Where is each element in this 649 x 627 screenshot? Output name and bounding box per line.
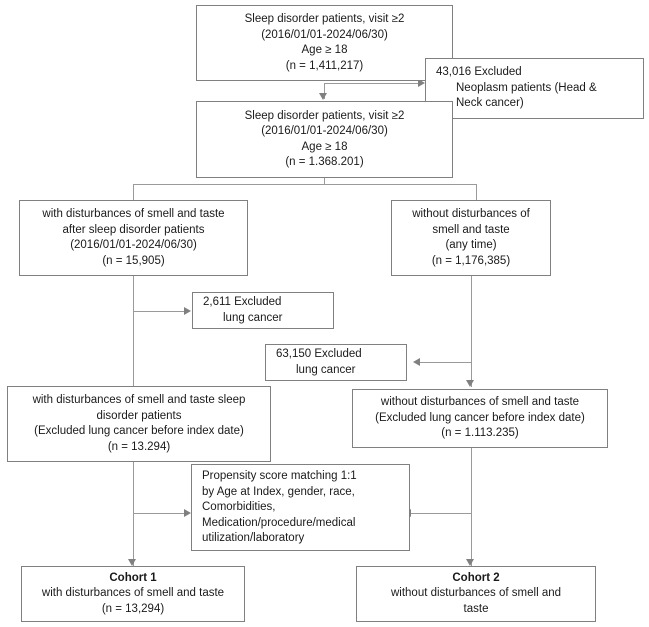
connector-right-spine-lower: [471, 448, 472, 566]
box-with-disturbances-line-4: (n = 15,905): [102, 254, 165, 267]
box-without-disturbances-line-4: (n = 1,176,385): [431, 254, 511, 267]
box-after-neoplasm-exclusion-line-4: (n = 1.368.201): [285, 156, 364, 168]
box-cohort-1-title: Cohort 1: [109, 571, 157, 584]
box-after-neoplasm-exclusion-line-3: Age ≥ 18: [301, 140, 348, 153]
arrow-to-excluded-neoplasm-icon: [418, 79, 425, 87]
arrow-to-propensity-left-icon: [184, 509, 191, 517]
connector-to-propensity-left: [133, 513, 185, 514]
box-without-disturbances-line-2: smell and taste: [432, 223, 510, 236]
box-without-disturbances-final-line-1: without disturbances of smell and taste: [380, 396, 580, 409]
box-cohort-2-line-1: without disturbances of smell and: [390, 587, 562, 600]
box-propensity-matching: Propensity score matching 1:1 by Age at …: [191, 464, 410, 551]
box-excluded-lung-cancer-left: 2,611 Excluded lung cancer: [192, 292, 334, 329]
box-with-disturbances-final: with disturbances of smell and taste sle…: [7, 386, 271, 462]
arrow-to-excluded-lung-left-icon: [184, 307, 191, 315]
connector-to-excluded-lung-left: [133, 311, 185, 312]
box-cohort-2: Cohort 2 without disturbances of smell a…: [356, 566, 596, 622]
box-excluded-neoplasm-line-3: Neck cancer): [456, 97, 524, 110]
box-with-disturbances: with disturbances of smell and taste aft…: [19, 200, 248, 276]
box-source-population-line-1: Sleep disorder patients, visit ≥2: [244, 13, 405, 25]
connector-to-propensity-right: [410, 513, 471, 514]
box-with-disturbances-final-line-2: disorder patients: [96, 409, 182, 422]
box-with-disturbances-line-2: after sleep disorder patients: [62, 223, 205, 236]
box-without-disturbances-line-1: without disturbances of: [412, 208, 530, 220]
connector-source-to-excluded-neoplasm-horizontal: [324, 83, 419, 84]
box-excluded-neoplasm: 43,016 Excluded Neoplasm patients (Head …: [425, 58, 644, 119]
box-without-disturbances-final-line-3: (n = 1.113.235): [441, 427, 519, 440]
box-source-population-line-2: (2016/01/01-2024/06/30): [261, 28, 388, 41]
box-source-population-line-4: (n = 1,411,217): [285, 59, 364, 72]
connector-split-left-down: [133, 184, 134, 201]
box-excluded-neoplasm-line-2: Neoplasm patients (Head &: [456, 81, 597, 94]
connector-source-to-after-exclusion: [324, 83, 325, 99]
box-after-neoplasm-exclusion: Sleep disorder patients, visit ≥2 (2016/…: [196, 101, 453, 178]
connector-to-excluded-lung-right: [419, 362, 471, 363]
connector-split-right-down: [476, 184, 477, 201]
box-excluded-lung-cancer-left-line-1: 2,611 Excluded: [203, 296, 282, 308]
box-cohort-2-title: Cohort 2: [452, 571, 500, 584]
box-excluded-lung-cancer-right-line-1: 63,150 Excluded: [276, 348, 362, 360]
connector-split-horizontal: [133, 184, 476, 185]
box-with-disturbances-final-line-3: (Excluded lung cancer before index date): [34, 425, 244, 437]
box-cohort-2-line-2: taste: [463, 602, 489, 615]
arrow-to-after-exclusion-icon: [319, 93, 327, 100]
box-cohort-1-line-2: (n = 13,294): [101, 602, 165, 615]
box-with-disturbances-line-1: with disturbances of smell and taste: [42, 208, 225, 220]
box-excluded-lung-cancer-right: 63,150 Excluded lung cancer: [265, 344, 407, 381]
box-excluded-neoplasm-line-1: 43,016 Excluded: [436, 66, 522, 79]
box-without-disturbances-line-3: (any time): [445, 239, 497, 251]
arrow-to-without-final-icon: [466, 380, 474, 387]
arrow-to-cohort-2-icon: [466, 559, 474, 566]
box-cohort-1: Cohort 1 with disturbances of smell and …: [21, 566, 245, 622]
arrow-to-cohort-1-icon: [128, 559, 136, 566]
box-after-neoplasm-exclusion-line-2: (2016/01/01-2024/06/30): [261, 125, 388, 137]
box-excluded-lung-cancer-right-line-2: lung cancer: [296, 363, 356, 376]
box-propensity-matching-line-1: Propensity score matching 1:1: [202, 470, 357, 482]
box-without-disturbances-final-line-2: (Excluded lung cancer before index date): [375, 411, 585, 424]
arrow-to-excluded-lung-right-icon: [413, 358, 420, 366]
box-without-disturbances: without disturbances of smell and taste …: [391, 200, 551, 276]
box-with-disturbances-line-3: (2016/01/01-2024/06/30): [70, 239, 197, 251]
box-propensity-matching-line-4: Medication/procedure/medical: [202, 516, 356, 529]
box-cohort-1-line-1: with disturbances of smell and taste: [41, 587, 225, 600]
connector-right-spine-upper: [471, 276, 472, 387]
box-after-neoplasm-exclusion-line-1: Sleep disorder patients, visit ≥2: [244, 109, 405, 122]
box-propensity-matching-line-5: utilization/laboratory: [202, 532, 305, 544]
connector-split-stem: [324, 177, 325, 185]
box-without-disturbances-final: without disturbances of smell and taste …: [352, 389, 608, 448]
box-propensity-matching-line-2: by Age at Index, gender, race,: [202, 485, 355, 498]
box-excluded-lung-cancer-left-line-2: lung cancer: [223, 311, 283, 324]
box-propensity-matching-line-3: Comorbidities,: [202, 501, 276, 513]
box-with-disturbances-final-line-4: (n = 13.294): [107, 440, 171, 453]
box-with-disturbances-final-line-1: with disturbances of smell and taste sle…: [32, 394, 246, 406]
box-source-population: Sleep disorder patients, visit ≥2 (2016/…: [196, 5, 453, 81]
box-source-population-line-3: Age ≥ 18: [301, 44, 348, 56]
